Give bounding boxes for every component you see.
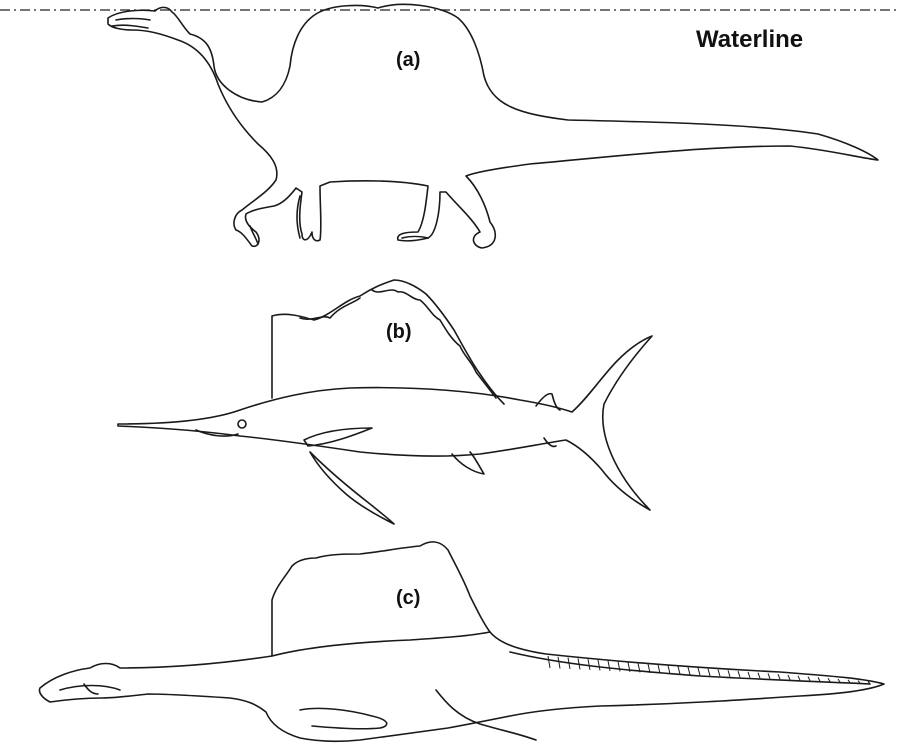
tail-segment [787, 674, 791, 680]
tail-segment [547, 655, 551, 669]
tail-segment [647, 663, 651, 673]
tail-segment [847, 679, 851, 683]
tail-segment [807, 676, 811, 681]
panel-label-a: (a) [396, 49, 420, 71]
tail-segment [617, 661, 621, 672]
panel-label-b: (b) [386, 321, 412, 343]
tail-segment [667, 665, 671, 674]
tail-segment [817, 677, 821, 682]
tail-segment [587, 659, 591, 671]
sailfish [117, 279, 653, 525]
tail-segment [627, 662, 631, 673]
tail-segment [697, 667, 701, 676]
waterline-label: Waterline [696, 26, 803, 53]
tail-segment [717, 669, 721, 677]
tail-segment [597, 659, 601, 671]
tail-segment [747, 671, 751, 678]
tail-segment [827, 677, 831, 682]
tail-segment [867, 681, 871, 684]
tail-segment [557, 656, 561, 669]
spinosaurus-standing [107, 3, 879, 249]
tail-segment [727, 670, 731, 677]
tail-segment [707, 668, 711, 676]
tail-segment [657, 664, 661, 674]
tail-segment [687, 666, 691, 675]
tail-segment [607, 660, 611, 672]
tail-segment [677, 666, 681, 675]
tail-segment [567, 657, 571, 670]
tail-segment [857, 680, 861, 684]
panel-label-c: (c) [396, 587, 420, 609]
tail-segment [797, 675, 801, 681]
spinosaurus-swimming [38, 541, 885, 743]
tail-segment [837, 678, 841, 683]
tail-segment [637, 663, 641, 673]
tail-segment [737, 670, 741, 678]
tail-segment [767, 673, 771, 679]
tail-segment [757, 672, 761, 679]
tail-segment [577, 658, 581, 670]
tail-segment [777, 674, 781, 680]
tail-segments [547, 655, 871, 684]
